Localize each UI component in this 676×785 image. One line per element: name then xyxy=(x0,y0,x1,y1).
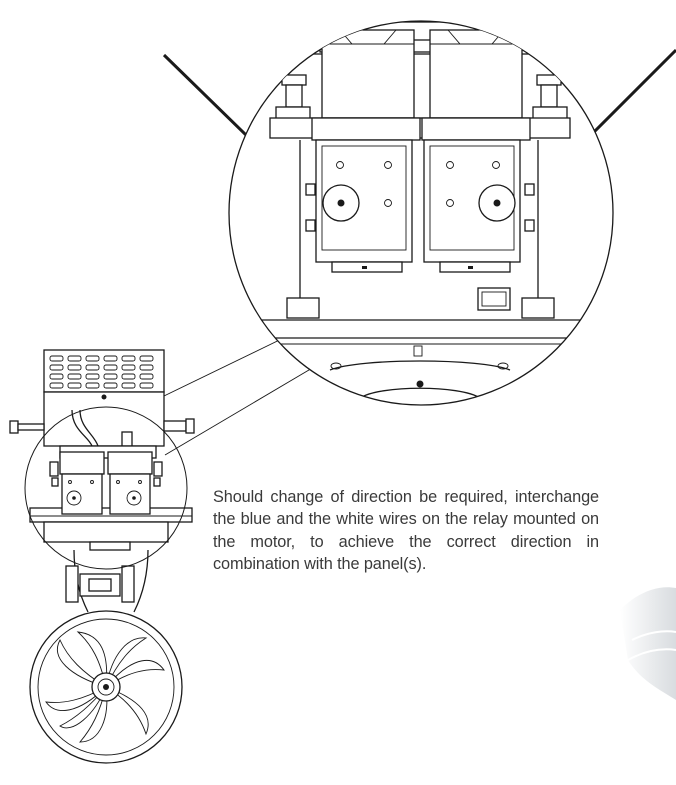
wiring-instruction-text: Should change of direction be required, … xyxy=(213,488,599,574)
propeller-blades xyxy=(45,631,165,743)
decorative-wave xyxy=(620,587,676,700)
relay-zoom-circle xyxy=(24,406,188,570)
vent-slots xyxy=(49,355,154,389)
relay-detail-view xyxy=(228,20,614,406)
thruster-full-view xyxy=(9,349,195,764)
